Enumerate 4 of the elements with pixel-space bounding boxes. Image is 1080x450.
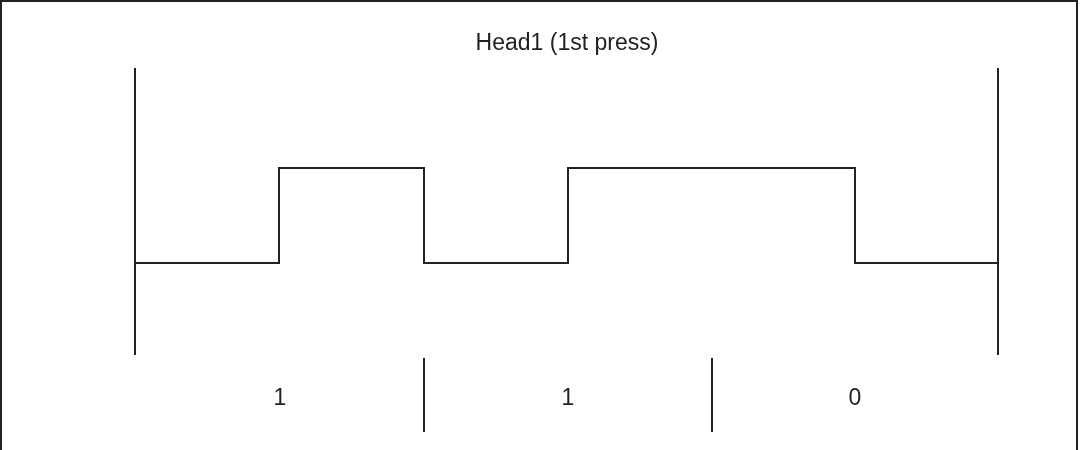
- bit-value: 0: [848, 385, 862, 409]
- diagram-title: Head1 (1st press): [475, 30, 659, 54]
- bit-value: 1: [273, 385, 287, 409]
- bit-value: 1: [561, 385, 575, 409]
